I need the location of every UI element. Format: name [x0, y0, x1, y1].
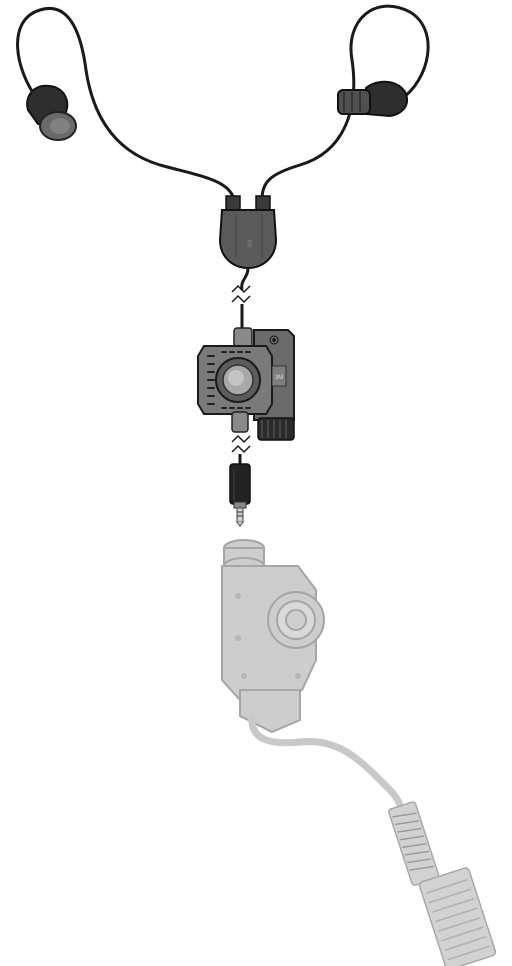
audio-plug: [230, 454, 250, 526]
break-mark-upper: [232, 286, 250, 302]
svg-text:3M: 3M: [275, 375, 283, 381]
ptt-adapter: 3M: [198, 328, 294, 440]
radio-ptt-ghost: [222, 540, 324, 732]
earbud-left: [27, 86, 76, 140]
earbud-right: [338, 82, 407, 116]
svg-text:3M: 3M: [248, 240, 254, 248]
break-mark-lower: [232, 436, 250, 452]
y-splitter: 3M: [220, 196, 276, 268]
radio-connector-ghost: [388, 801, 496, 966]
splitter-cable: [242, 268, 248, 290]
